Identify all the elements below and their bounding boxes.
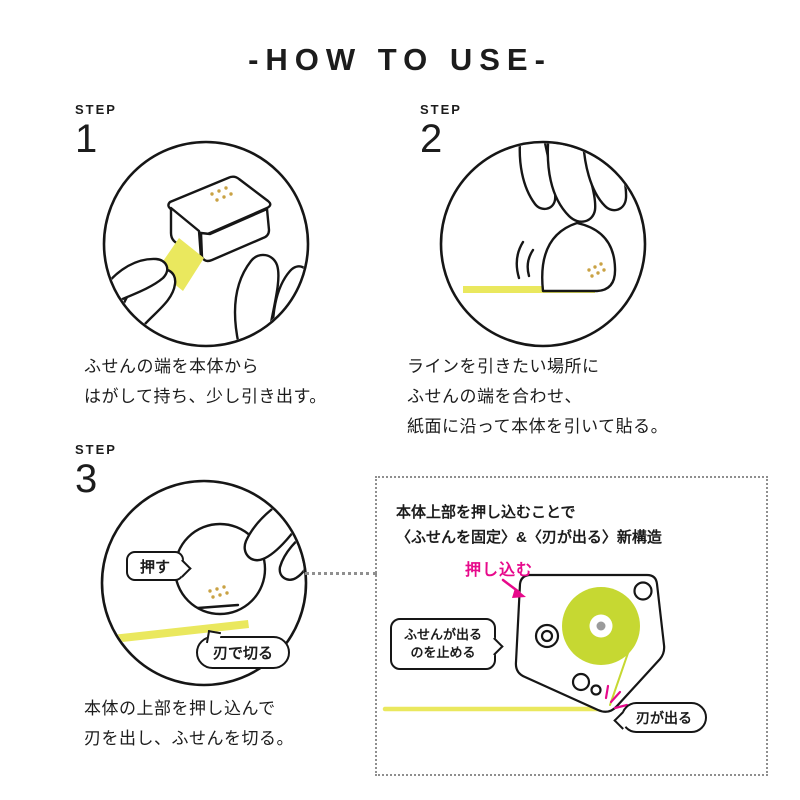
push-label: 押し込む bbox=[465, 562, 534, 579]
step-3-drawing bbox=[100, 479, 308, 687]
device-dots bbox=[208, 585, 229, 599]
bubble-tail bbox=[173, 559, 192, 578]
caption-line: 紙面に沿って本体を引いて貼る。 bbox=[407, 417, 669, 436]
step-number: 2 bbox=[420, 117, 443, 161]
motion-line-icon bbox=[515, 240, 525, 280]
stop-feed-line: ふせんが出る bbox=[403, 627, 482, 642]
device-slot bbox=[196, 603, 240, 610]
cut-bubble-label: 刃で切る bbox=[212, 645, 273, 662]
step-3-label: STEP 3 bbox=[75, 443, 117, 499]
step-2-caption: ラインを引きたい場所に ふせんの端を合わせ、 紙面に沿って本体を引いて貼る。 bbox=[407, 352, 668, 442]
right-hand-finger-icon bbox=[271, 265, 307, 345]
step-1-label: STEP 1 bbox=[75, 103, 117, 159]
step-2-drawing bbox=[439, 140, 647, 348]
stop-feed-line: のを止める bbox=[410, 645, 476, 660]
step-3-caption: 本体の上部を押し込んで 刃を出し、ふせんを切る。 bbox=[84, 694, 294, 754]
guide-wheel-center bbox=[540, 629, 554, 643]
step-3-illustration bbox=[98, 477, 310, 689]
thumb-icon bbox=[518, 143, 557, 211]
caption-line: ふせんの端を本体から bbox=[84, 357, 259, 376]
step-circle-outline bbox=[100, 479, 308, 687]
tape-feed-path bbox=[609, 649, 630, 706]
press-bubble: 押す bbox=[126, 551, 192, 581]
sticky-note-strip bbox=[157, 238, 204, 291]
blade-out-label: 刃が出る bbox=[636, 709, 692, 726]
device-top-face bbox=[167, 175, 272, 236]
page-title: -HOW TO USE- bbox=[248, 42, 552, 77]
caption-line: ふせんの端を合わせ、 bbox=[407, 387, 582, 406]
step-word: STEP bbox=[75, 442, 117, 457]
tape-roll-axle bbox=[596, 621, 606, 631]
right-hand-finger-icon bbox=[233, 253, 280, 345]
press-bubble-label: 押す bbox=[139, 558, 170, 576]
finger-icon bbox=[546, 143, 597, 223]
step-number: 1 bbox=[75, 117, 98, 161]
step-2-illustration bbox=[437, 138, 649, 350]
caption-line: 刃を出し、ふせんを切る。 bbox=[84, 729, 294, 748]
motion-line-icon bbox=[526, 248, 535, 278]
left-thumb-icon bbox=[116, 267, 177, 345]
caption-line: はがして持ち、少し引き出す。 bbox=[84, 387, 327, 406]
device-front-face bbox=[199, 207, 271, 263]
step-circle-outline bbox=[439, 140, 647, 348]
dotted-connector-line bbox=[305, 572, 377, 575]
step-word: STEP bbox=[75, 102, 117, 117]
device-body bbox=[173, 522, 267, 616]
detail-heading-line: 本体上部を押し込むことで bbox=[396, 504, 576, 521]
step-1-illustration bbox=[100, 138, 312, 350]
roller bbox=[571, 672, 591, 692]
step-number: 3 bbox=[75, 457, 98, 501]
step-circle-outline bbox=[102, 140, 310, 348]
step-2-label: STEP 2 bbox=[420, 103, 462, 159]
mechanism-detail-box: 本体上部を押し込むことで 〈ふせんを固定〉&〈刃が出る〉新構造 押し込む ふせん… bbox=[375, 476, 768, 776]
caption-line: ラインを引きたい場所に bbox=[407, 357, 600, 376]
device-left-face bbox=[169, 206, 203, 263]
device-hole bbox=[633, 581, 653, 601]
step-word: STEP bbox=[420, 102, 462, 117]
sticky-note-strip bbox=[463, 286, 595, 293]
detail-heading-line: 〈ふせんを固定〉&〈刃が出る〉新構造 bbox=[396, 529, 662, 546]
bubble-tail bbox=[205, 629, 222, 646]
left-finger-icon bbox=[105, 257, 169, 310]
sticky-note-strip bbox=[112, 620, 249, 643]
cut-bubble: 刃で切る bbox=[196, 629, 290, 669]
roller bbox=[590, 684, 602, 696]
step-1-drawing bbox=[102, 140, 310, 348]
device-dots bbox=[210, 186, 233, 202]
device-dots bbox=[587, 262, 606, 278]
stop-feed-bubble: ふせんが出る のを止める bbox=[390, 618, 504, 670]
device-body bbox=[541, 221, 617, 293]
pressing-finger-icon bbox=[243, 485, 305, 562]
push-arrow-head bbox=[512, 588, 526, 598]
finger-icon bbox=[581, 143, 628, 212]
step-1-caption: ふせんの端を本体から はがして持ち、少し引き出す。 bbox=[84, 352, 327, 412]
caption-line: 本体の上部を押し込んで bbox=[84, 699, 276, 718]
blade-out-bubble: 刃が出る bbox=[613, 702, 707, 733]
mechanism-diagram bbox=[382, 573, 666, 713]
detail-heading: 本体上部を押し込むことで 〈ふせんを固定〉&〈刃が出る〉新構造 bbox=[396, 500, 662, 550]
